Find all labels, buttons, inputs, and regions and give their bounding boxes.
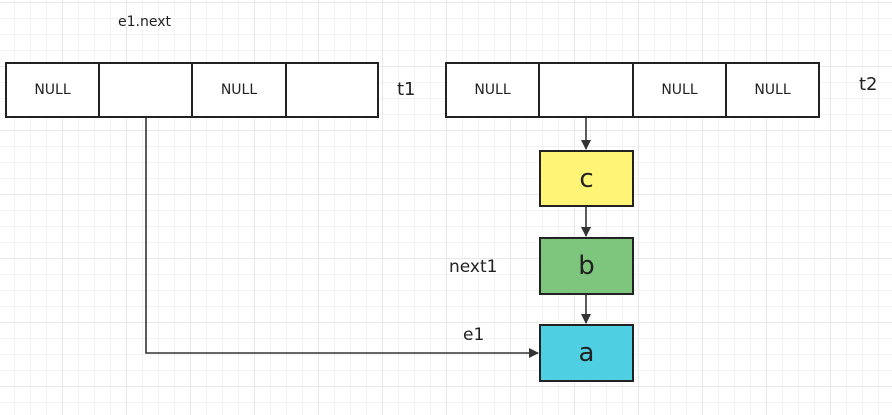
next1-label: next1: [449, 257, 498, 277]
t1-cell-2: NULL: [191, 62, 287, 118]
t1-cell-1: [98, 62, 193, 118]
node-c: c: [539, 150, 634, 207]
t2-label: t2: [859, 74, 878, 95]
node-a: a: [539, 324, 634, 382]
t2-cell-2: NULL: [632, 62, 727, 118]
node-b: b: [539, 237, 634, 295]
t1-cell-3: [285, 62, 379, 118]
e1-label: e1: [463, 325, 485, 345]
e1-next-to-a-arrow: [145, 118, 539, 358]
t2-cell-0: NULL: [445, 62, 540, 118]
t2-cell-1: [538, 62, 634, 118]
t1-label: t1: [397, 79, 416, 100]
t2-cell-3: NULL: [725, 62, 820, 118]
e1-next-label: e1.next: [118, 14, 171, 30]
t1-cell-0: NULL: [5, 62, 100, 118]
